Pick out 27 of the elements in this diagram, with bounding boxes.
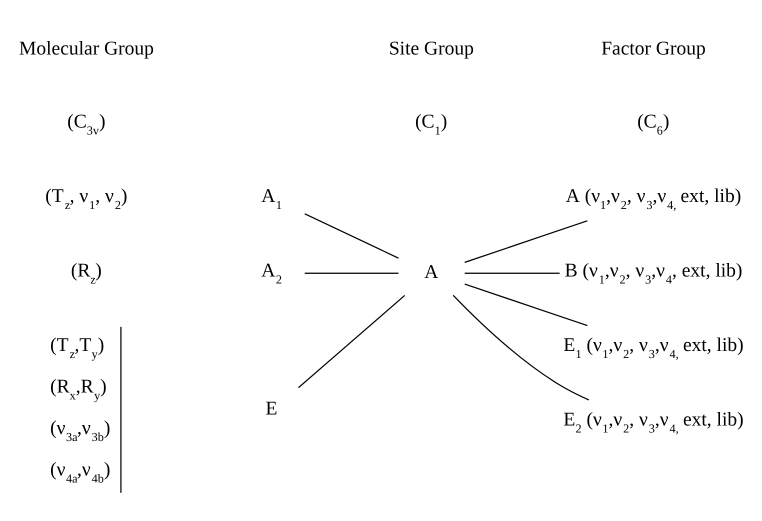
label: (C$_{3v}$) [66, 111, 105, 138]
connector [452, 294, 589, 400]
label: (R$_{z}$) [70, 260, 102, 286]
connector [464, 272, 560, 274]
label: (R$_{x}$,R$_{y}$) [50, 376, 106, 402]
connector [304, 212, 398, 258]
connector [464, 282, 588, 326]
node-text: A (ν$_{1}$,ν$_{2}$, ν$_{3}$,ν$_{4,}$ ext, lib) [565, 186, 741, 212]
node-text: E$_{1}$ (ν$_{1}$,ν$_{2}$, ν$_{3}$,ν$_{4,}$ ext, lib) [562, 334, 744, 361]
connector [298, 294, 405, 388]
node-text: E [265, 398, 277, 420]
connector [464, 220, 588, 262]
label: (C$_{6}$) [636, 111, 669, 138]
node-text: A$_{1}$ [260, 186, 282, 212]
label: Factor Group [600, 38, 706, 59]
node-text: E$_{2}$ (ν$_{1}$,ν$_{2}$, ν$_{3}$,ν$_{4,}$ ext, lib) [562, 409, 744, 436]
node-text: B (ν$_{1}$,ν$_{2}$, ν$_{3}$,ν$_{4}$, ext, lib) [564, 260, 742, 286]
label: (C$_{1}$) [414, 111, 447, 138]
label: (T$_{z}$, ν$_{1}$, ν$_{2}$) [44, 186, 127, 212]
node-text: A$_{2}$ [260, 260, 282, 286]
label: (T$_{z}$,T$_{y}$) [50, 334, 104, 361]
connector [304, 272, 398, 274]
label: (ν$_{3a}$,ν$_{3b}$) [50, 418, 110, 444]
node-text: A [424, 261, 438, 282]
label: (ν$_{4a}$,ν$_{4b}$) [50, 459, 110, 486]
label: Site Group [388, 38, 474, 59]
label: Molecular Group [18, 38, 154, 59]
